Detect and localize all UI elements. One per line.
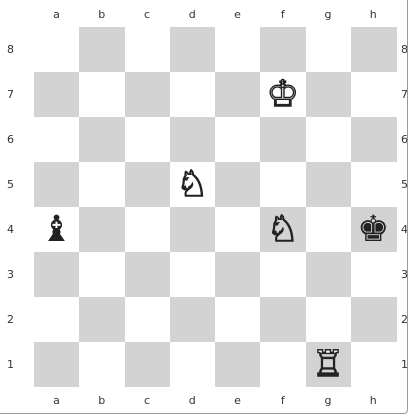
file-label-e: e	[215, 8, 260, 21]
rank-label-right-2: 2	[401, 313, 407, 326]
square-g3[interactable]	[306, 252, 352, 297]
rank-label-right-6: 6	[401, 133, 407, 146]
file-label-a: a	[34, 394, 79, 407]
square-g7[interactable]	[306, 72, 352, 117]
square-e1[interactable]	[215, 342, 261, 387]
rank-label-right-4: 4	[401, 223, 407, 236]
square-d4[interactable]	[170, 207, 216, 252]
square-f6[interactable]	[260, 117, 306, 162]
rank-label-2: 2	[7, 313, 19, 326]
rank-label-7: 7	[7, 88, 19, 101]
square-d2[interactable]	[170, 297, 216, 342]
square-d8[interactable]	[170, 27, 216, 72]
square-c1[interactable]	[125, 342, 171, 387]
square-d3[interactable]	[170, 252, 216, 297]
square-h5[interactable]	[351, 162, 397, 207]
square-f2[interactable]	[260, 297, 306, 342]
square-f1[interactable]	[260, 342, 306, 387]
square-f5[interactable]	[260, 162, 306, 207]
square-c3[interactable]	[125, 252, 171, 297]
square-e6[interactable]	[215, 117, 261, 162]
square-b6[interactable]	[79, 117, 125, 162]
rank-label-right-7: 7	[401, 88, 407, 101]
square-c7[interactable]	[125, 72, 171, 117]
file-label-d: d	[170, 394, 215, 407]
rank-label-6: 6	[7, 133, 19, 146]
file-label-f: f	[260, 8, 305, 21]
rank-label-right-1: 1	[401, 358, 407, 371]
file-label-e: e	[215, 394, 260, 407]
file-label-c: c	[125, 394, 170, 407]
white-knight-icon[interactable]: ♘	[260, 207, 305, 252]
file-label-c: c	[125, 8, 170, 21]
square-e5[interactable]	[215, 162, 261, 207]
square-e2[interactable]	[215, 297, 261, 342]
square-g4[interactable]	[306, 207, 352, 252]
file-label-h: h	[351, 394, 396, 407]
rank-label-right-8: 8	[401, 43, 407, 56]
square-c6[interactable]	[125, 117, 171, 162]
chessboard[interactable]: ♔ ♘ ♝ ♘ ♚ ♖	[34, 27, 396, 387]
square-g8[interactable]	[306, 27, 352, 72]
square-a2[interactable]	[34, 297, 80, 342]
square-a8[interactable]	[34, 27, 80, 72]
file-label-g: g	[306, 394, 351, 407]
square-c8[interactable]	[125, 27, 171, 72]
file-label-h: h	[351, 8, 396, 21]
square-g2[interactable]	[306, 297, 352, 342]
rank-label-3: 3	[7, 268, 19, 281]
white-king-icon[interactable]: ♔	[260, 72, 305, 117]
square-b3[interactable]	[79, 252, 125, 297]
square-a6[interactable]	[34, 117, 80, 162]
square-b7[interactable]	[79, 72, 125, 117]
square-h8[interactable]	[351, 27, 397, 72]
square-h6[interactable]	[351, 117, 397, 162]
rank-label-right-5: 5	[401, 178, 407, 191]
square-a3[interactable]	[34, 252, 80, 297]
black-bishop-icon[interactable]: ♝	[34, 207, 79, 252]
rank-label-1: 1	[7, 358, 19, 371]
square-b2[interactable]	[79, 297, 125, 342]
square-a1[interactable]	[34, 342, 80, 387]
square-a7[interactable]	[34, 72, 80, 117]
rank-label-right-3: 3	[401, 268, 407, 281]
square-g6[interactable]	[306, 117, 352, 162]
square-c4[interactable]	[125, 207, 171, 252]
square-g5[interactable]	[306, 162, 352, 207]
square-f8[interactable]	[260, 27, 306, 72]
rank-label-8: 8	[7, 43, 19, 56]
square-h2[interactable]	[351, 297, 397, 342]
square-f3[interactable]	[260, 252, 306, 297]
rank-label-5: 5	[7, 178, 19, 191]
square-b1[interactable]	[79, 342, 125, 387]
square-e4[interactable]	[215, 207, 261, 252]
square-c5[interactable]	[125, 162, 171, 207]
square-c2[interactable]	[125, 297, 171, 342]
square-h3[interactable]	[351, 252, 397, 297]
square-d6[interactable]	[170, 117, 216, 162]
square-h1[interactable]	[351, 342, 397, 387]
file-label-d: d	[170, 8, 215, 21]
square-d7[interactable]	[170, 72, 216, 117]
square-b8[interactable]	[79, 27, 125, 72]
square-b5[interactable]	[79, 162, 125, 207]
rank-label-4: 4	[7, 223, 19, 236]
file-label-g: g	[306, 8, 351, 21]
file-label-f: f	[260, 394, 305, 407]
square-h7[interactable]	[351, 72, 397, 117]
black-king-icon[interactable]: ♚	[351, 207, 396, 252]
square-b4[interactable]	[79, 207, 125, 252]
square-a5[interactable]	[34, 162, 80, 207]
file-label-b: b	[79, 394, 124, 407]
file-label-a: a	[34, 8, 79, 21]
white-rook-icon[interactable]: ♖	[306, 342, 351, 387]
square-e7[interactable]	[215, 72, 261, 117]
white-knight-icon[interactable]: ♘	[170, 162, 215, 207]
square-e8[interactable]	[215, 27, 261, 72]
square-e3[interactable]	[215, 252, 261, 297]
file-label-b: b	[79, 8, 124, 21]
square-d1[interactable]	[170, 342, 216, 387]
